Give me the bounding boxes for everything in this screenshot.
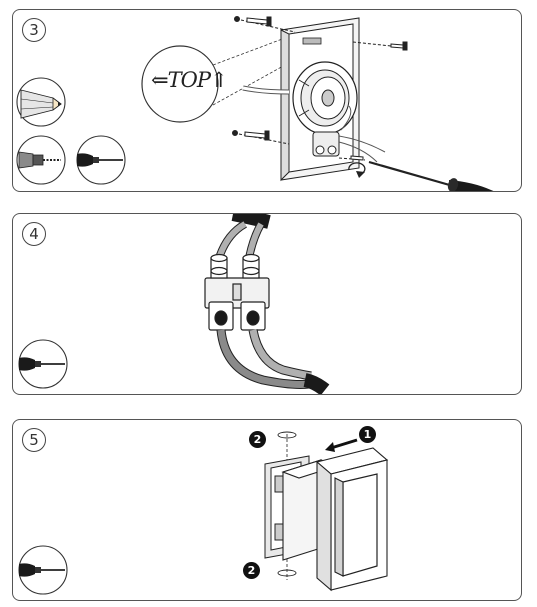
step-number-badge: 3 [22, 18, 46, 42]
push-arrow [325, 438, 358, 452]
cable-sheath-top [231, 214, 271, 229]
drill-icon [16, 135, 66, 185]
slot-top [302, 37, 322, 45]
order-badge-2-top: 2 [249, 431, 266, 448]
rotate-arrow [348, 162, 366, 175]
screwdriver-tool [368, 160, 494, 191]
pencil-icon [16, 77, 66, 127]
step-5-illustration [18, 431, 389, 595]
step-3-illustration [16, 16, 494, 191]
lower-terminal [312, 131, 340, 157]
step-4-illustration [18, 214, 330, 394]
top-label-text: TOP [167, 68, 211, 92]
rotate-top [277, 431, 297, 439]
screw-bottom-right [338, 155, 366, 161]
screwdriver-icon [18, 339, 68, 389]
magnifier-guide-line [212, 64, 286, 106]
step-number-badge: 4 [22, 222, 46, 246]
screw-top-left [234, 16, 296, 33]
up-arrow-glyph: ⇑ [209, 68, 228, 92]
step-4-panel: 4 [12, 213, 522, 395]
mechanism-disc [292, 61, 358, 135]
wire-out-2 [338, 141, 378, 163]
top-orientation-label: ⇐TOP⇑ [151, 68, 228, 92]
left-arrow-glyph: ⇐ [151, 68, 169, 92]
wire-up [340, 105, 352, 131]
screwdriver-icon [18, 545, 68, 595]
screwdriver-icon [76, 135, 126, 185]
terminal-connector [204, 253, 270, 331]
step-number-badge: 5 [22, 428, 46, 452]
top-magnifier-circle [141, 45, 219, 123]
outer-frame [315, 447, 389, 592]
step-5-panel: 5 1 2 2 [12, 419, 522, 601]
order-badge-2-bottom: 2 [243, 562, 260, 579]
step-3-panel: 3 ⇐TOP⇑ [12, 9, 522, 192]
order-badge-1: 1 [359, 426, 376, 443]
magnifier-guide-line [212, 37, 286, 66]
screw-bottom-left [232, 130, 290, 145]
screw-top-right [352, 41, 408, 51]
cable-sheath-bottom [303, 373, 330, 394]
wire-out-1 [338, 135, 386, 153]
rotate-bottom [277, 569, 297, 577]
